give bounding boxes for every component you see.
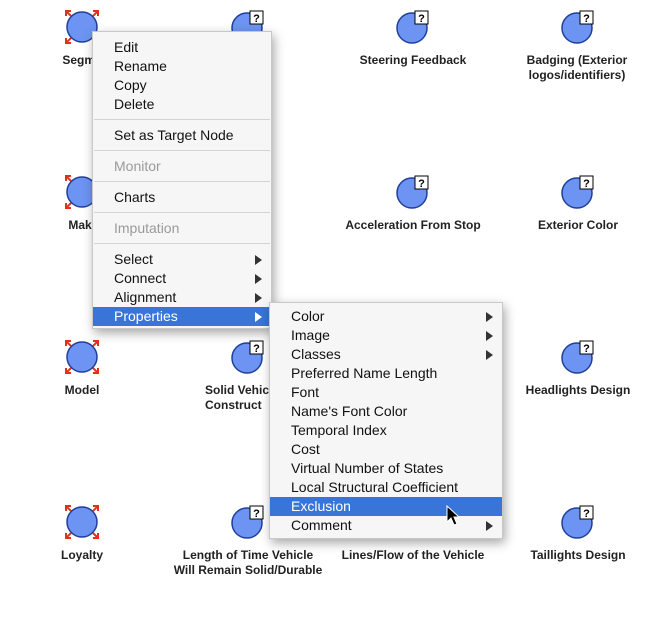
submenu-item-exclusion[interactable]: Exclusion xyxy=(270,497,502,516)
node-icon-headlights[interactable]: ? xyxy=(561,340,595,374)
node-label-taillights: Taillights Design xyxy=(530,548,626,562)
node-icon-exterior[interactable]: ? xyxy=(561,175,595,209)
svg-text:?: ? xyxy=(583,13,590,25)
submenu-item-name-font-color[interactable]: Name's Font Color xyxy=(291,403,408,419)
menu-item-properties-label: Properties xyxy=(114,308,178,324)
submenu-item-image-label: Image xyxy=(291,327,330,343)
node-label-acceleration: Acceleration From Stop xyxy=(345,218,481,232)
node-icon-length[interactable]: ? xyxy=(231,505,265,539)
menu-item-alignment[interactable]: Alignment xyxy=(93,288,271,307)
svg-text:?: ? xyxy=(253,343,260,355)
menu-item-rename[interactable]: Rename xyxy=(114,58,167,74)
submenu-arrow-icon xyxy=(255,293,262,303)
submenu-item-classes-label: Classes xyxy=(291,346,341,362)
node-label-length: Length of Time Vehicle Will Remain Solid… xyxy=(173,548,323,577)
submenu-item-cost[interactable]: Cost xyxy=(291,441,320,457)
menu-item-select-label: Select xyxy=(114,251,153,267)
submenu-item-comment[interactable]: Comment xyxy=(270,516,502,535)
menu-item-connect-label: Connect xyxy=(114,270,167,286)
submenu-item-virtual-number-of-states[interactable]: Virtual Number of States xyxy=(291,460,444,476)
submenu-item-font[interactable]: Font xyxy=(291,384,320,400)
svg-text:?: ? xyxy=(418,13,425,25)
menu-item-delete[interactable]: Delete xyxy=(114,96,155,112)
menu-item-alignment-label: Alignment xyxy=(114,289,177,305)
node-label-loyalty: Loyalty xyxy=(60,548,103,562)
menu-item-copy[interactable]: Copy xyxy=(114,77,147,93)
properties-submenu: Color Image Classes Preferred Name Lengt… xyxy=(269,302,503,539)
submenu-arrow-icon xyxy=(255,274,262,284)
menu-separator xyxy=(94,181,270,182)
submenu-item-preferred-name-length[interactable]: Preferred Name Length xyxy=(291,365,438,381)
svg-text:?: ? xyxy=(583,178,590,190)
menu-item-charts[interactable]: Charts xyxy=(114,189,156,205)
node-icon-model[interactable] xyxy=(65,340,99,374)
submenu-arrow-icon xyxy=(486,331,493,341)
node-icon-segment[interactable] xyxy=(65,10,99,44)
svg-text:?: ? xyxy=(583,343,590,355)
node-icon-solid[interactable]: ? xyxy=(231,340,265,374)
node-label-model: Model xyxy=(64,383,100,397)
submenu-item-color-label: Color xyxy=(291,308,325,324)
menu-separator xyxy=(94,119,270,120)
node-label-lines: Lines/Flow of the Vehicle xyxy=(341,548,485,562)
menu-item-select[interactable]: Select xyxy=(93,250,271,269)
submenu-item-temporal-index[interactable]: Temporal Index xyxy=(291,422,387,438)
submenu-arrow-icon xyxy=(486,521,493,531)
mouse-cursor-icon xyxy=(446,504,461,532)
svg-text:?: ? xyxy=(253,508,260,520)
context-menu: Edit Rename Copy Delete Set as Target No… xyxy=(92,31,272,329)
node-icon-taillights[interactable]: ? xyxy=(561,505,595,539)
menu-item-edit[interactable]: Edit xyxy=(114,39,139,55)
menu-item-imputation: Imputation xyxy=(114,220,180,236)
svg-text:?: ? xyxy=(253,13,260,25)
node-label-exterior: Exterior Color xyxy=(537,218,618,232)
menu-separator xyxy=(94,243,270,244)
node-label-solid: Solid Vehic Construct xyxy=(205,383,270,412)
submenu-item-local-structural-coefficient[interactable]: Local Structural Coefficient xyxy=(291,479,459,495)
menu-item-properties[interactable]: Properties xyxy=(93,307,271,326)
node-icon-acceleration[interactable]: ? xyxy=(396,175,430,209)
submenu-item-color[interactable]: Color xyxy=(270,307,502,326)
node-label-badging: Badging (Exterior logos/identifiers) xyxy=(526,53,628,82)
submenu-item-image[interactable]: Image xyxy=(270,326,502,345)
node-icon-loyalty[interactable] xyxy=(65,505,99,539)
menu-separator xyxy=(94,212,270,213)
node-label-steering: Steering Feedback xyxy=(359,53,467,67)
submenu-item-comment-label: Comment xyxy=(291,517,352,533)
submenu-arrow-icon xyxy=(255,312,262,322)
menu-separator xyxy=(94,150,270,151)
svg-text:?: ? xyxy=(583,508,590,520)
node-label-make: Mak xyxy=(68,218,92,232)
submenu-item-classes[interactable]: Classes xyxy=(270,345,502,364)
menu-item-monitor: Monitor xyxy=(114,158,161,174)
node-icon-steering[interactable]: ? xyxy=(396,10,430,44)
node-label-segment: Segme xyxy=(62,53,102,67)
node-icon-badging[interactable]: ? xyxy=(561,10,595,44)
submenu-arrow-icon xyxy=(255,255,262,265)
node-label-headlights: Headlights Design xyxy=(525,383,631,397)
svg-text:?: ? xyxy=(418,178,425,190)
menu-item-connect[interactable]: Connect xyxy=(93,269,271,288)
submenu-arrow-icon xyxy=(486,312,493,322)
submenu-arrow-icon xyxy=(486,350,493,360)
menu-item-set-target[interactable]: Set as Target Node xyxy=(114,127,234,143)
